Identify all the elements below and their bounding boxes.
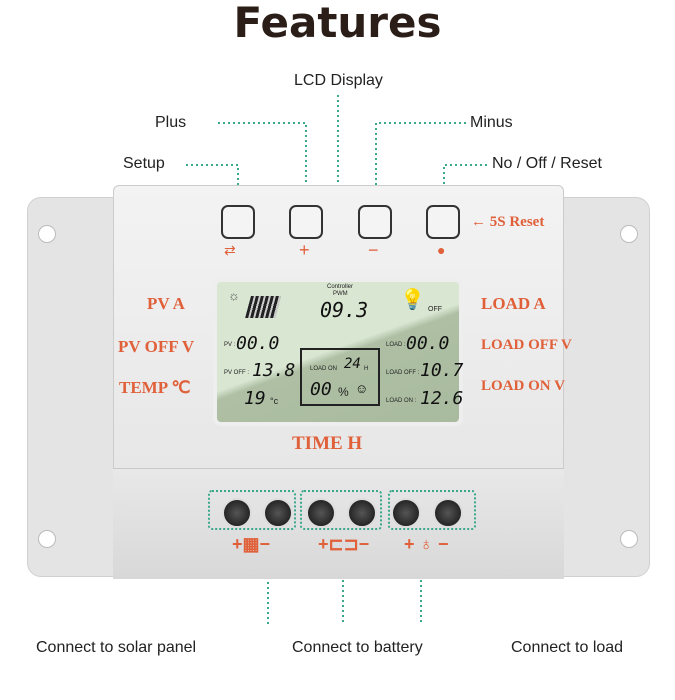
solar-positive-terminal[interactable]: [222, 498, 252, 528]
page-title: Features: [233, 0, 442, 47]
label-load-on: LOAD ON V: [481, 378, 565, 394]
callout-lcd: LCD Display: [294, 72, 383, 89]
label-pv-off: PV OFF V: [118, 337, 195, 356]
lcd-load-value: 00.0: [406, 333, 450, 354]
lcd-pv-value: 00.0: [236, 333, 280, 354]
plus-icon: +: [299, 240, 310, 260]
label-temp: TEMP ℃: [119, 378, 191, 397]
smiley-icon: ☺: [355, 381, 369, 396]
lcd-battery-icon: [300, 348, 380, 406]
lcd-load-on-label: LOAD ON: [310, 366, 338, 372]
lcd-controller: Controller: [327, 284, 354, 290]
setup-arrows-icon: ⇄: [224, 242, 236, 258]
solar-panel-symbol-icon: +▦−: [232, 534, 271, 554]
lcd-percent: 00: [310, 379, 332, 400]
bulb-icon: ●: [437, 242, 446, 258]
lcd-temp-unit: °c: [270, 396, 279, 406]
lcd-bulb-state: OFF: [428, 306, 442, 313]
lcd-percent-unit: %: [338, 385, 349, 399]
label-load-off: LOAD OFF V: [481, 337, 572, 353]
lcd-load-off-value: 10.7: [420, 360, 464, 381]
battery-terminal-group: [300, 490, 382, 530]
load-negative-terminal[interactable]: [433, 498, 463, 528]
callout-solar: Connect to solar panel: [36, 639, 197, 656]
battery-negative-terminal[interactable]: [347, 498, 377, 528]
label-load-a: LOAD A: [481, 294, 546, 313]
lcd-pv-off-value: 13.8: [252, 360, 296, 381]
lcd-load-off-label: LOAD OFF :: [386, 370, 420, 376]
label-time: TIME H: [292, 433, 363, 454]
solar-negative-terminal[interactable]: [263, 498, 293, 528]
load-terminal-group: [388, 490, 476, 530]
load-bulb-symbol-icon: + ♁ −: [404, 534, 449, 554]
mount-hole: [620, 530, 638, 548]
line-minus: [375, 122, 466, 200]
callout-setup: Setup: [123, 155, 165, 172]
lcd-hours-unit: H: [364, 366, 369, 372]
battery-positive-terminal[interactable]: [306, 498, 336, 528]
setup-button[interactable]: [221, 205, 255, 239]
reset-button[interactable]: [426, 205, 460, 239]
plus-button[interactable]: [289, 205, 323, 239]
callout-minus: Minus: [470, 114, 513, 131]
reset-hint: ← 5S Reset: [471, 214, 545, 230]
lcd-temp-value: 19: [244, 388, 266, 409]
lcd-load-label: LOAD :: [386, 342, 406, 348]
lcd-pv-off-label: PV OFF :: [224, 370, 250, 376]
lcd-hours: 24: [344, 356, 361, 372]
lcd-load-on2-label: LOAD ON :: [386, 398, 417, 404]
lcd-pv-label: PV :: [224, 342, 236, 348]
callout-plus: Plus: [155, 114, 187, 131]
lcd-bulb-icon: 💡: [400, 289, 425, 311]
mount-hole: [38, 225, 56, 243]
solar-panel-icon: [245, 296, 281, 318]
mount-hole: [38, 530, 56, 548]
lcd-load-on-value: 12.6: [420, 388, 464, 409]
sun-icon: ☼: [228, 288, 240, 303]
callout-battery: Connect to battery: [292, 639, 423, 656]
lcd-pwm: PWM: [333, 291, 348, 297]
minus-icon: −: [368, 240, 379, 260]
load-positive-terminal[interactable]: [391, 498, 421, 528]
battery-symbol-icon: +⊏⊐−: [318, 534, 370, 554]
minus-button[interactable]: [358, 205, 392, 239]
solar-terminal-group: [208, 490, 296, 530]
callout-load: Connect to load: [511, 639, 624, 656]
lcd-voltage: 09.3: [320, 298, 369, 322]
callout-reset: No / Off / Reset: [492, 155, 602, 172]
terminal-section: [113, 468, 564, 579]
mount-hole: [620, 225, 638, 243]
label-pv-a: PV A: [147, 294, 185, 313]
